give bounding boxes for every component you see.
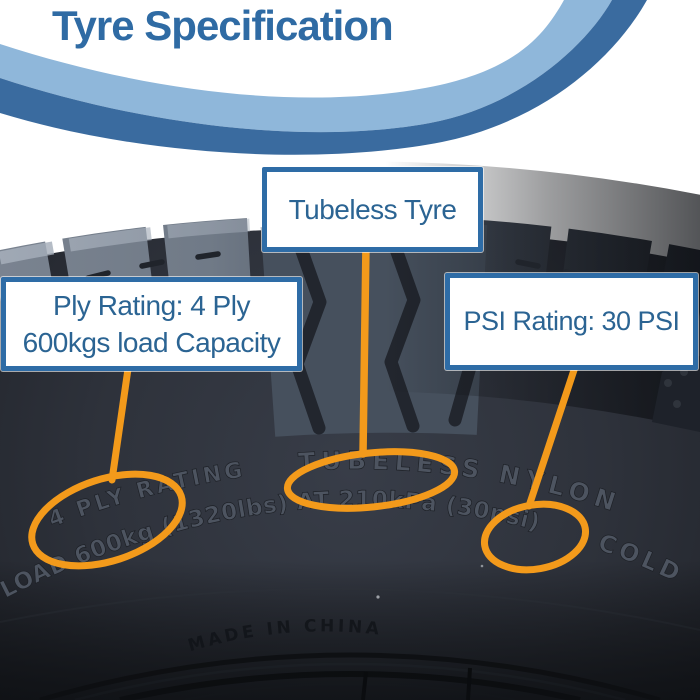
callout-psi-label: PSI Rating: 30 PSI	[463, 306, 680, 336]
swoosh-light-band	[0, 0, 612, 133]
swoosh-dark-band	[0, 0, 647, 155]
right-edge-knob	[652, 355, 700, 432]
callout-ply-line1: Ply Rating: 4 Ply	[53, 290, 250, 321]
highlight-ellipse-psi	[480, 500, 590, 574]
leader-line-psi	[525, 357, 581, 510]
callout-tubeless: Tubeless Tyre	[262, 167, 483, 252]
highlight-ellipse-ply	[28, 470, 186, 570]
leader-line-ply	[108, 358, 133, 484]
leader-line-tubeless	[359, 240, 370, 458]
highlight-ellipse-tubeless	[283, 448, 459, 512]
callout-ply-rating: Ply Rating: 4 Ply 600kgs load Capacity	[1, 277, 302, 371]
page-title: Tyre Specification	[52, 2, 394, 49]
callout-tubeless-label: Tubeless Tyre	[288, 193, 457, 225]
tread-highlight	[0, 215, 700, 265]
callout-ply-line2: 600kgs load Capacity	[22, 327, 281, 358]
callout-psi-rating: PSI Rating: 30 PSI	[445, 273, 698, 370]
header-swoosh	[0, 0, 647, 155]
annotations	[28, 240, 590, 574]
